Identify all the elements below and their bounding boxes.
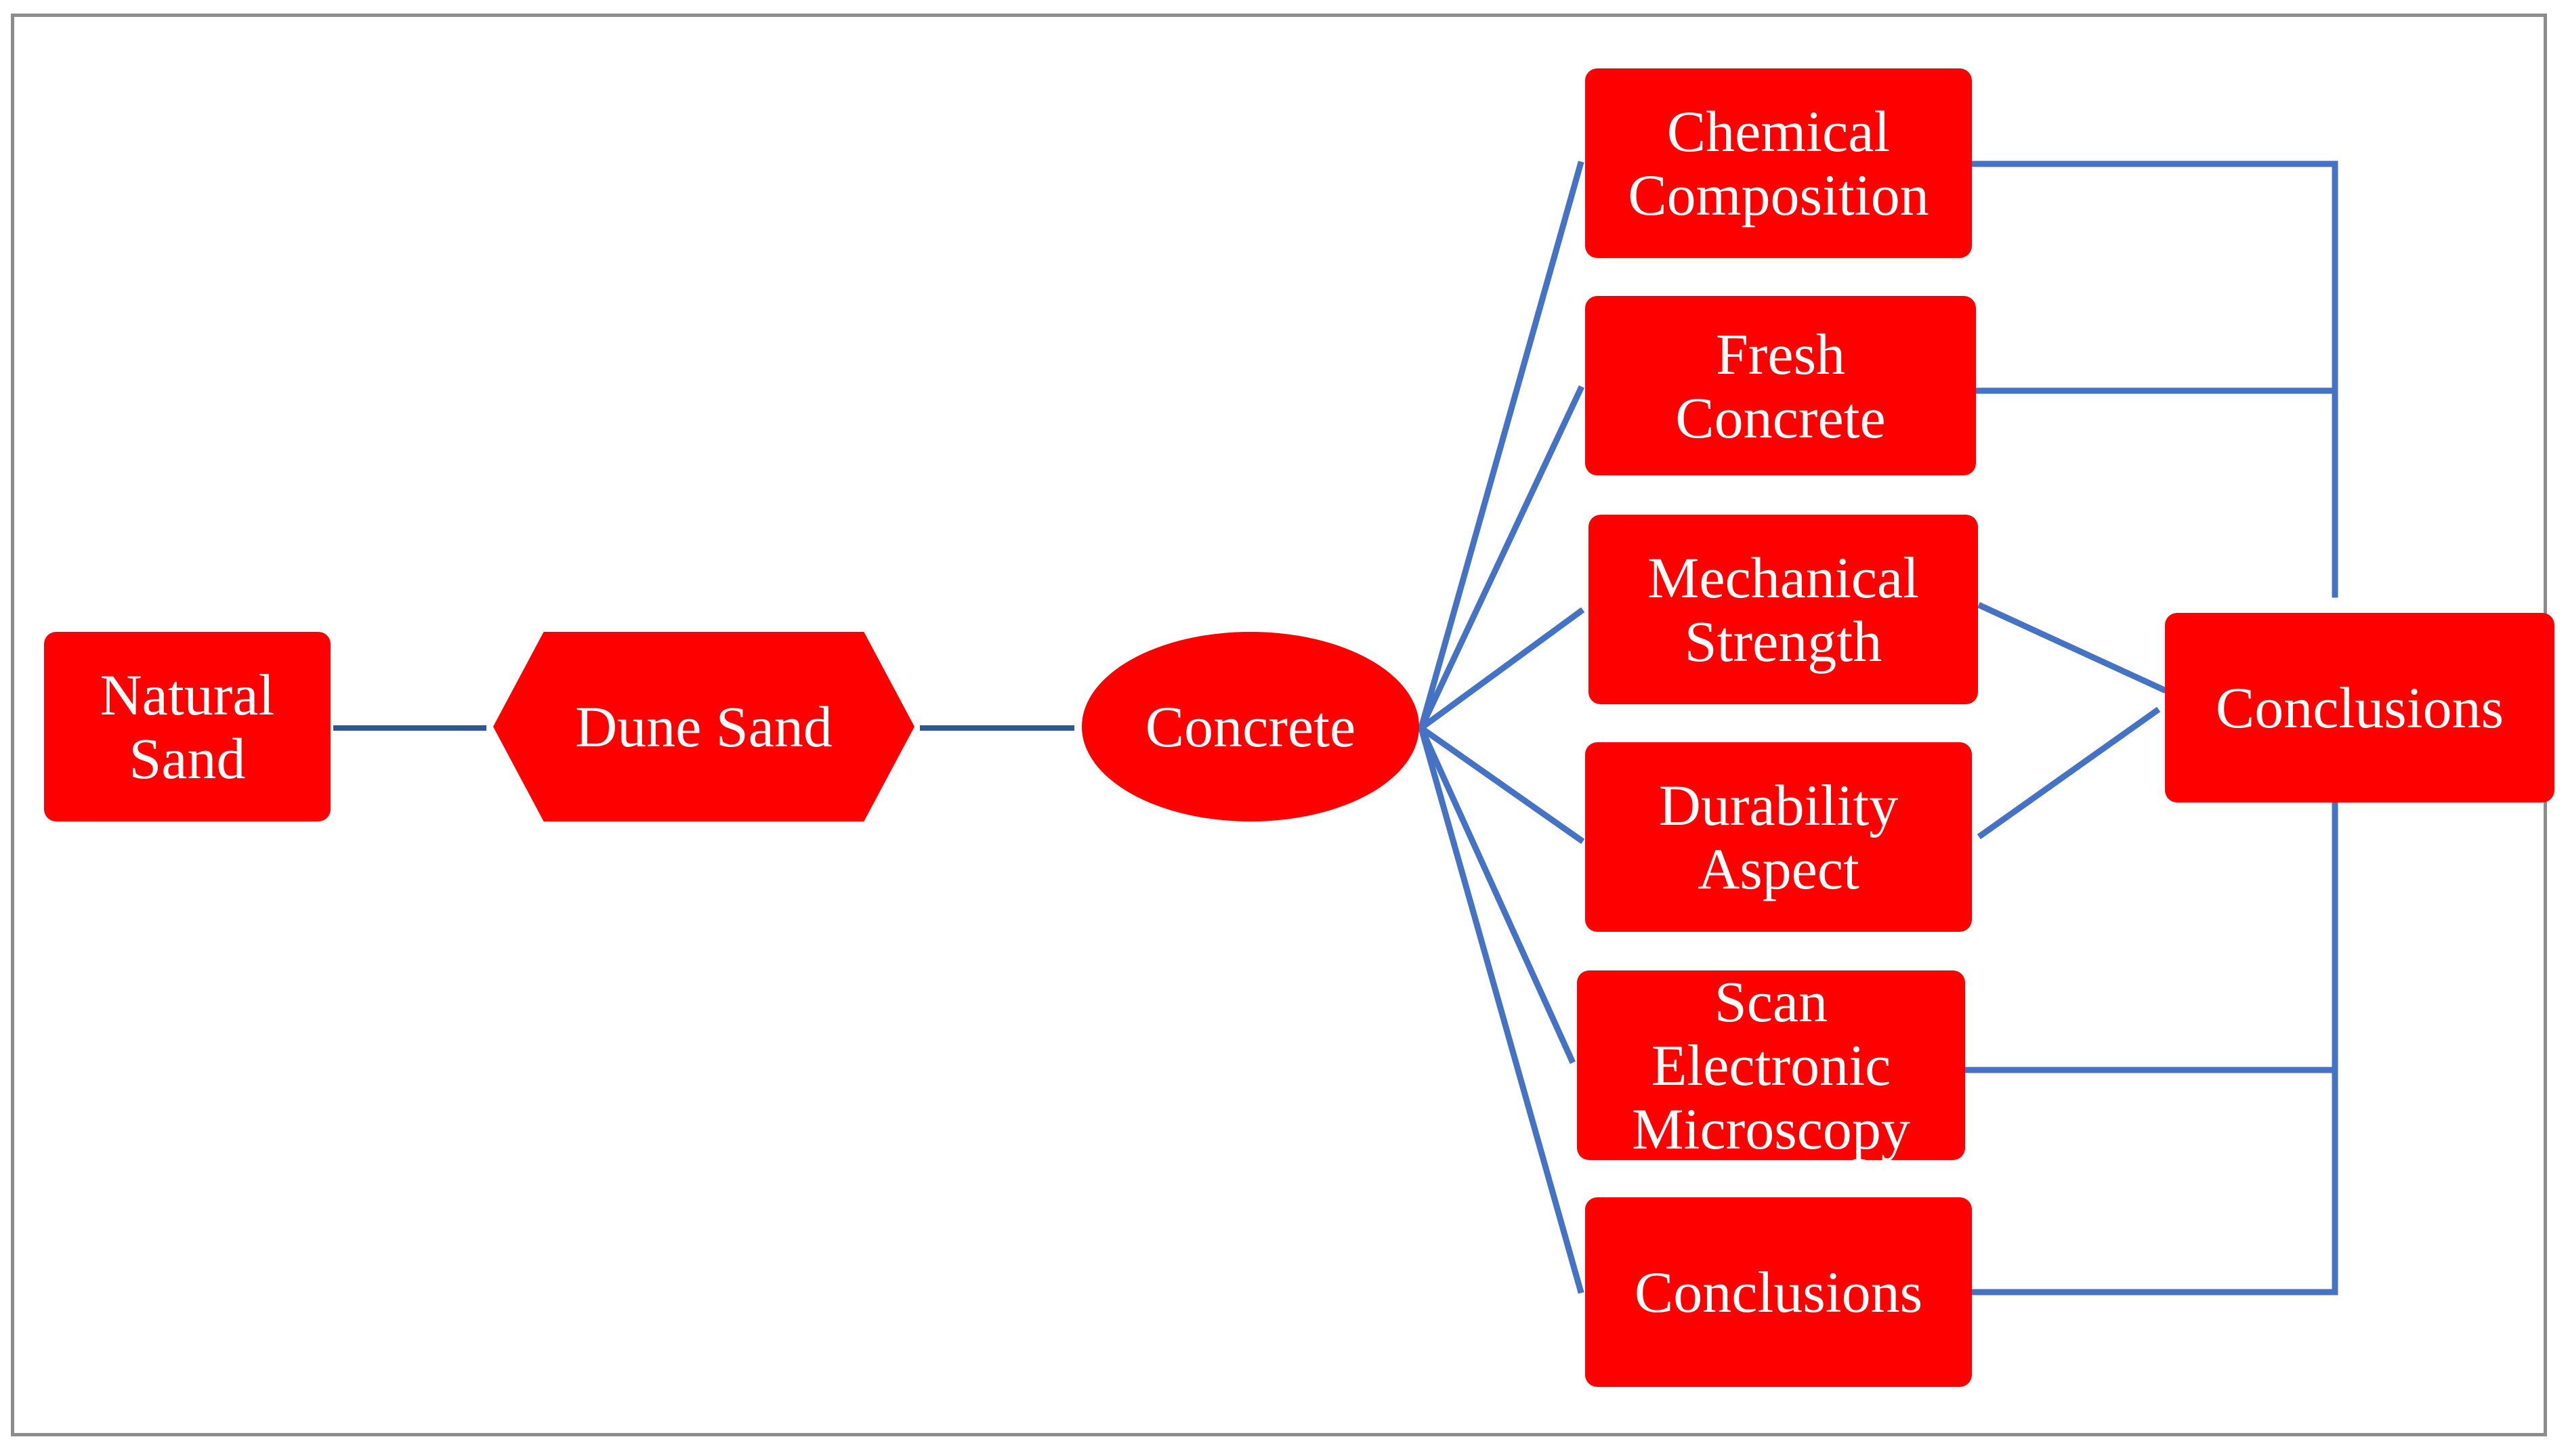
connector-concrete-to-scan: [1417, 724, 1576, 1064]
node-fresh-concrete: Fresh Concrete: [1585, 296, 1976, 475]
node-conclusions-final: Conclusions: [2165, 613, 2554, 802]
node-natural-sand: Natural Sand: [44, 632, 331, 821]
connector-concrete-to-durability: [1416, 723, 1585, 844]
node-chemical-composition: Chemical Composition: [1585, 68, 1972, 258]
node-concrete: Concrete: [1082, 632, 1419, 821]
connector-concrete-to-conclusions: [1417, 724, 1584, 1294]
node-dune-sand: Dune Sand: [493, 632, 914, 821]
node-durability-aspect: Durability Aspect: [1585, 742, 1972, 932]
node-mechanical-strength: Mechanical Strength: [1588, 515, 1978, 704]
connector-concrete-to-fresh: [1417, 385, 1584, 732]
node-scan-electronic-microscopy: Scan Electronic Microscopy: [1577, 970, 1965, 1161]
connector-durability-to-conclusions: [1977, 706, 2161, 840]
node-conclusions-branch: Conclusions: [1585, 1197, 1972, 1387]
connector-mechanical-to-conclusions: [1977, 602, 2167, 693]
connector-concrete-to-chemical: [1417, 160, 1584, 732]
connector-concrete-to-mechanical: [1416, 607, 1585, 733]
